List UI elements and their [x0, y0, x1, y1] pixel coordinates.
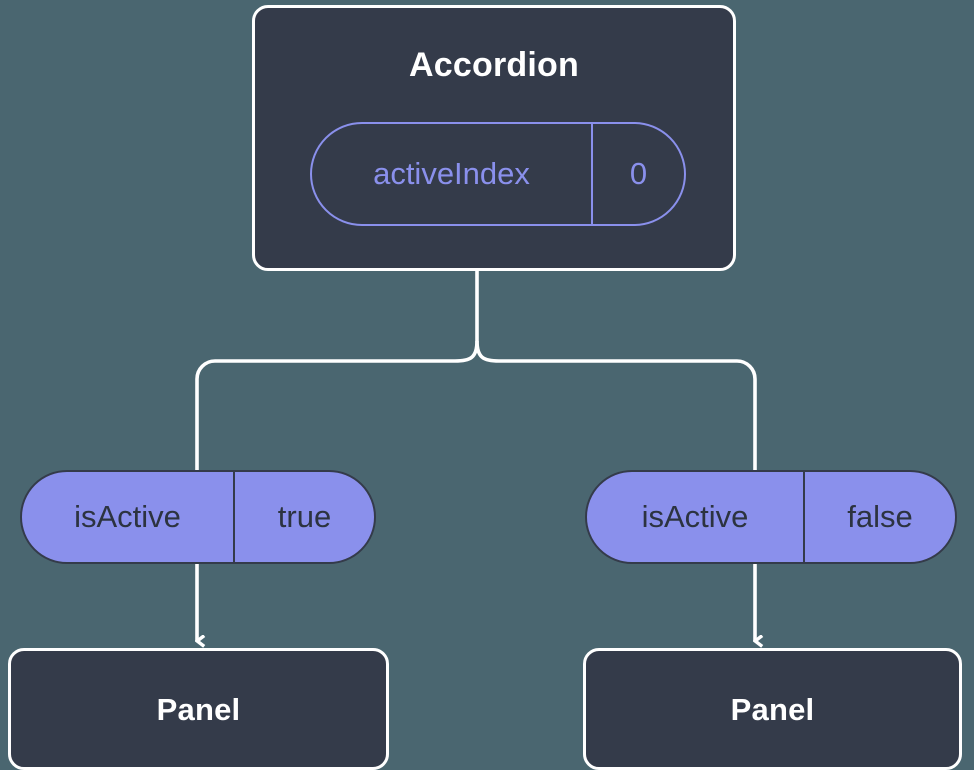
- prop-key-label: isActive: [22, 472, 235, 562]
- connector-fork-right: [475, 340, 757, 470]
- state-value-label: 0: [629, 156, 648, 191]
- state-capsule-activeindex[interactable]: activeIndex 0: [310, 122, 686, 226]
- node-title-accordion: Accordion: [409, 46, 579, 84]
- connector-fork-left: [195, 340, 479, 470]
- state-key-label: activeIndex: [312, 124, 593, 224]
- node-title-panel-left: Panel: [156, 691, 241, 727]
- prop-pill-isactive-true[interactable]: isActive true: [20, 470, 376, 564]
- node-title-panel-right: Panel: [730, 691, 815, 727]
- component-node-panel-right[interactable]: Panel: [583, 648, 962, 770]
- prop-value-label: true: [277, 499, 332, 534]
- prop-value-label: false: [847, 499, 913, 534]
- prop-pill-isactive-false[interactable]: isActive false: [585, 470, 957, 564]
- prop-key-label: isActive: [587, 472, 805, 562]
- component-node-panel-left[interactable]: Panel: [8, 648, 389, 770]
- component-node-accordion[interactable]: Accordion activeIndex 0: [252, 5, 736, 271]
